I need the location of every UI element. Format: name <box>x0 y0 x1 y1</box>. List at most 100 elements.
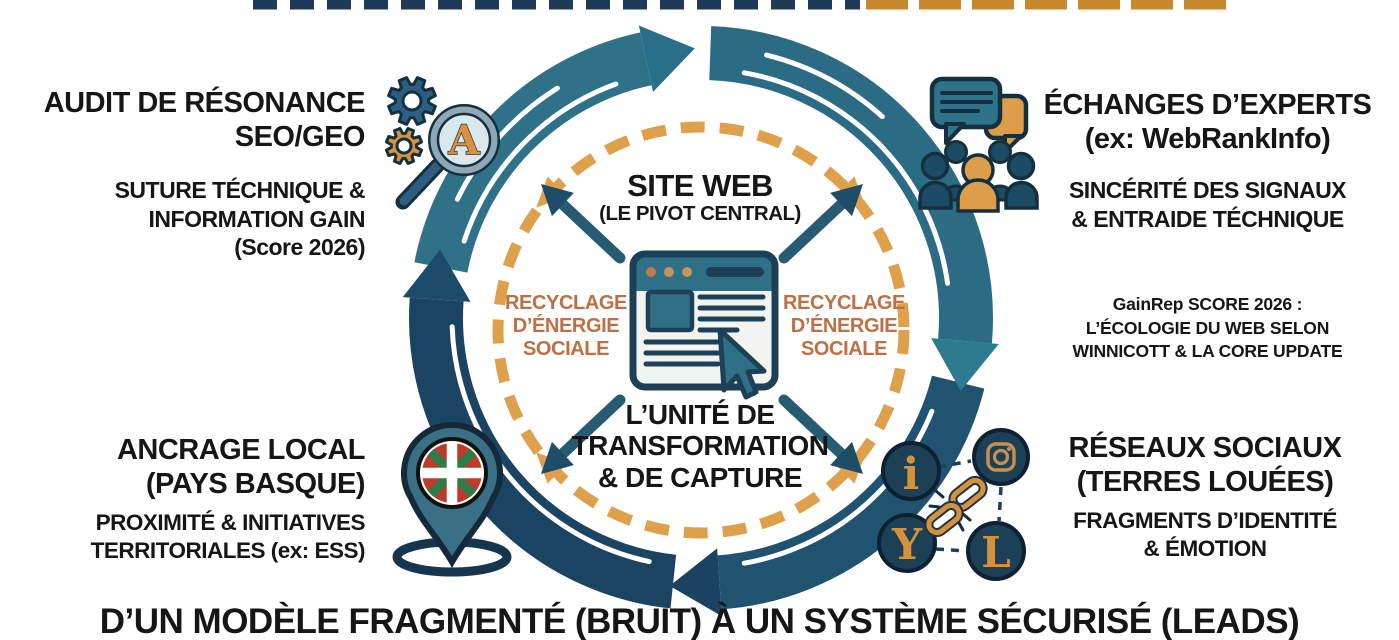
arc-accent-line <box>449 324 652 565</box>
unit-label: L’UNITÉ DE TRANSFORMATION & DE CAPTURE <box>555 399 845 493</box>
social-connector-dashed <box>935 547 967 553</box>
hub-arrow-bottom-left-head <box>541 441 574 474</box>
experts-subtitle-line1: SINCÉRITÉ DES SIGNAUX <box>1068 177 1347 203</box>
social-y-glyph: Y <box>891 520 923 569</box>
local-subtitle-line1: PROXIMITÉ & INITIATIVES <box>95 510 366 535</box>
browser-header <box>633 254 775 291</box>
generated-shapes <box>253 0 1233 617</box>
social-connector-dashed <box>997 486 1003 522</box>
local-title: ANCRAGE LOCAL (PAYS BASQUE) <box>40 433 366 501</box>
cycle-arc-top-right-arrowhead <box>931 338 999 391</box>
browser-frame <box>629 250 779 391</box>
social-title-line1: RÉSEAUX SOCIAUX <box>1068 432 1342 464</box>
magnifier-icon <box>428 104 500 176</box>
chain-break-spark <box>961 512 972 522</box>
gainrep-note-line2: L’ÉCOLOGIE DU WEB SELON <box>1085 317 1330 338</box>
cycle-arc-right-bottom <box>717 375 985 610</box>
audit-title: AUDIT DE RÉSONANCE SEO/GEO <box>40 86 366 154</box>
social-l-glyph: L <box>981 528 1011 577</box>
experts-subtitle-line2: & ENTRAIDE TÉCHNIQUE <box>1071 205 1344 232</box>
browser-image-placeholder <box>645 289 695 333</box>
browser-dot <box>646 267 656 277</box>
recycle-label-left: RECYCLAGE D’ÉNERGIE SOCIALE <box>503 292 629 362</box>
person-icon <box>944 140 968 164</box>
arc-accent-line <box>741 70 951 286</box>
social-circle-l <box>966 521 1026 581</box>
local-title-line1: ANCRAGE LOCAL <box>116 434 366 466</box>
hub-arrow-bottom-right-head <box>830 441 863 474</box>
recycle-dashed-circle <box>492 121 910 539</box>
person-icon <box>920 151 950 181</box>
hub-title: SITE WEB <box>627 168 773 203</box>
person-icon <box>988 140 1012 164</box>
experts-title: ÉCHANGES D’EXPERTS (ex: WebRankInfo) <box>1040 88 1375 156</box>
browser-dot <box>664 267 674 277</box>
unit-line3: & DE CAPTURE <box>597 461 803 493</box>
cycle-arc-left-top-arrowhead <box>638 25 695 93</box>
cycle-arc-top-right <box>709 26 993 344</box>
cursor-icon <box>717 327 767 400</box>
chain-break-spark <box>934 489 945 499</box>
audit-title-line2: SEO/GEO <box>234 121 366 154</box>
chain-break-spark <box>957 521 965 532</box>
local-subtitle-line2: TERRITORIALES (ex: ESS) <box>90 537 366 563</box>
audit-subtitle: SUTURE TÉCHNIQUE & INFORMATION GAIN (Sco… <box>40 176 366 262</box>
social-title-line2: (TERRES LOUÉES) <box>1076 466 1334 499</box>
instagram-icon <box>986 442 1016 472</box>
recycle-right-line2: D’ÉNERGIE <box>790 315 898 338</box>
gainrep-note: GainRep SCORE 2026 : L’ÉCOLOGIE DU WEB S… <box>1040 293 1375 364</box>
hub-arrow-top-right-shaft <box>778 196 850 264</box>
person-icon <box>1006 151 1036 181</box>
magnifier-a-glyph: A <box>447 116 481 164</box>
social-title: RÉSEAUX SOCIAUX (TERRES LOUÉES) <box>1045 431 1365 499</box>
unit-line1: L’UNITÉ DE <box>625 399 775 430</box>
arc-accent-line <box>461 81 619 244</box>
social-subtitle-line1: FRAGMENTS D’IDENTITÉ <box>1073 508 1337 533</box>
experts-subtitle: SINCÉRITÉ DES SIGNAUX & ENTRAIDE TÉCHNIQ… <box>1040 176 1375 233</box>
hub-label: SITE WEB (LE PIVOT CENTRAL) <box>560 170 840 228</box>
hub-arrow-bottom-right-shaft <box>778 394 850 462</box>
social-subtitle: FRAGMENTS D’IDENTITÉ & ÉMOTION <box>1045 507 1365 563</box>
chain-break-spark <box>928 504 941 509</box>
local-subtitle: PROXIMITÉ & INITIATIVES TERRITORIALES (e… <box>40 509 366 565</box>
audit-subtitle-line3: (Score 2026) <box>234 234 365 261</box>
cycle-arc-left-top <box>414 32 652 273</box>
browser-urlbar <box>706 267 764 277</box>
hub-arrow-top-right-head <box>830 184 863 217</box>
recycle-left-line3: SOCIALE <box>522 338 610 361</box>
cycle-arc-right-bottom-arrowhead <box>669 548 722 617</box>
recycle-right-line1: RECYCLAGE <box>783 292 905 314</box>
social-subtitle-line2: & ÉMOTION <box>1143 535 1268 561</box>
audit-title-line1: AUDIT DE RÉSONANCE <box>43 87 366 119</box>
hub-arrow-bottom-left-shaft <box>554 394 626 462</box>
cycle-arc-bottom-left-arrowhead <box>402 249 471 302</box>
unit-line2: TRANSFORMATION <box>571 430 829 462</box>
gainrep-note-line1: GainRep SCORE 2026 : <box>1112 294 1303 314</box>
social-glyphs: i Y L <box>891 449 1011 577</box>
basque-flag-fields <box>422 443 482 503</box>
magnifier-handle <box>399 161 442 206</box>
hub-arrow-top-left-head <box>541 184 574 217</box>
recycle-label-right: RECYCLAGE D’ÉNERGIE SOCIALE <box>781 292 907 362</box>
social-connector-dashed <box>937 459 972 469</box>
recycle-left-line1: RECYCLAGE <box>505 292 627 314</box>
social-circle-y <box>877 513 937 573</box>
hub-arrow-top-left-shaft <box>554 196 626 264</box>
recycle-left-line2: D’ÉNERGIE <box>512 315 620 338</box>
gainrep-note-line3: WINNICOTT & LA CORE UPDATE <box>1072 341 1343 362</box>
social-circle-i <box>881 441 941 501</box>
audit-subtitle-line2: INFORMATION GAIN <box>148 205 366 232</box>
footer-caption: D’UN MODÈLE FRAGMENTÉ (BRUIT) À UN SYSTÈ… <box>99 602 1300 640</box>
local-title-line2: (PAYS BASQUE) <box>145 468 366 501</box>
arc-accent-line <box>741 408 935 566</box>
social-circle-instagram <box>972 428 1030 486</box>
audit-subtitle-line1: SUTURE TÉCHNIQUE & <box>114 177 366 203</box>
social-i-glyph: i <box>903 449 920 500</box>
hub-subtitle: (LE PIVOT CENTRAL) <box>599 202 801 225</box>
browser-dot <box>682 267 692 277</box>
magnifier-letter: A <box>447 117 480 164</box>
arc-accent-line <box>764 52 885 120</box>
chain-link-icon <box>924 500 964 538</box>
